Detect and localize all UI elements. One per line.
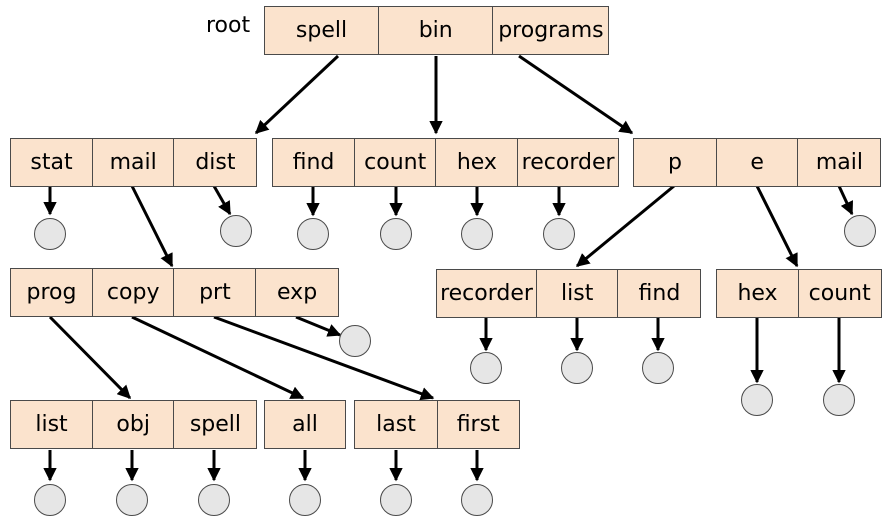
cell-obj: obj [91, 400, 175, 449]
node-p: recorder list find [436, 269, 702, 318]
cell-find-p: find [617, 269, 702, 318]
node-copy: all [264, 400, 346, 449]
leaf-mail-programs [844, 215, 876, 247]
edge-mail2-leaf [837, 185, 854, 216]
cell-exp: exp [255, 268, 340, 317]
cell-count: count [353, 138, 437, 187]
cell-stat: stat [10, 138, 93, 187]
cell-copy: copy [91, 268, 175, 317]
node-bin: find count hex recorder [272, 138, 620, 187]
edge-dist-leaf [212, 185, 232, 216]
leaf-hex [461, 218, 493, 250]
leaf-first [461, 484, 493, 516]
edge-root-programs [518, 54, 634, 135]
cell-e: e [715, 138, 799, 187]
edge-e-sub [755, 185, 799, 268]
cell-spell: spell [264, 6, 379, 55]
cell-mail: mail [91, 138, 175, 187]
cell-list-prog: list [10, 400, 93, 449]
cell-count-e: count [797, 269, 882, 318]
cell-prog: prog [10, 268, 93, 317]
node-root: spell bin programs [264, 6, 610, 55]
cell-list-p: list [535, 269, 619, 318]
leaf-exp [339, 325, 371, 357]
cell-programs: programs [492, 6, 610, 55]
cell-mail-programs: mail [797, 138, 882, 187]
leaf-recorder-p [470, 352, 502, 384]
leaf-spell-prog [198, 484, 230, 516]
leaf-all [289, 484, 321, 516]
leaf-list-p [561, 352, 593, 384]
leaf-hex-e [741, 384, 773, 416]
cell-last: last [354, 400, 438, 449]
leaf-list-prog [34, 484, 66, 516]
leaf-last [380, 484, 412, 516]
node-spell: stat mail dist [10, 138, 258, 187]
edge-prog-sub [48, 315, 132, 400]
cell-hex: hex [435, 138, 519, 187]
cell-hex-e: hex [716, 269, 799, 318]
cell-first: first [436, 400, 520, 449]
cell-find: find [272, 138, 355, 187]
cell-spell-prog: spell [173, 400, 258, 449]
leaf-count-e [823, 384, 855, 416]
edge-exp-leaf [295, 315, 342, 337]
leaf-recorder [543, 218, 575, 250]
leaf-dist [220, 215, 252, 247]
node-programs: p e mail [633, 138, 882, 187]
cell-recorder: recorder [517, 138, 620, 187]
leaf-stat [34, 218, 66, 250]
leaf-obj [116, 484, 148, 516]
edge-prt-sub [213, 315, 435, 401]
edge-copy-sub [131, 315, 305, 400]
leaf-find [297, 218, 329, 250]
node-mail: prog copy prt exp [10, 268, 340, 317]
cell-dist: dist [173, 138, 258, 187]
cell-recorder-p: recorder [436, 269, 537, 318]
edge-p-sub [575, 184, 675, 268]
leaf-count [380, 218, 412, 250]
edge-mail-sub [130, 185, 174, 268]
root-label: root [206, 13, 251, 38]
node-prt: last first [354, 400, 520, 449]
leaf-find-p [642, 352, 674, 384]
cell-prt: prt [173, 268, 257, 317]
cell-bin: bin [377, 6, 494, 55]
cell-p: p [633, 138, 717, 187]
node-e: hex count [716, 269, 882, 318]
node-prog: list obj spell [10, 400, 258, 449]
edge-root-spell [254, 54, 340, 135]
cell-all: all [264, 400, 346, 449]
